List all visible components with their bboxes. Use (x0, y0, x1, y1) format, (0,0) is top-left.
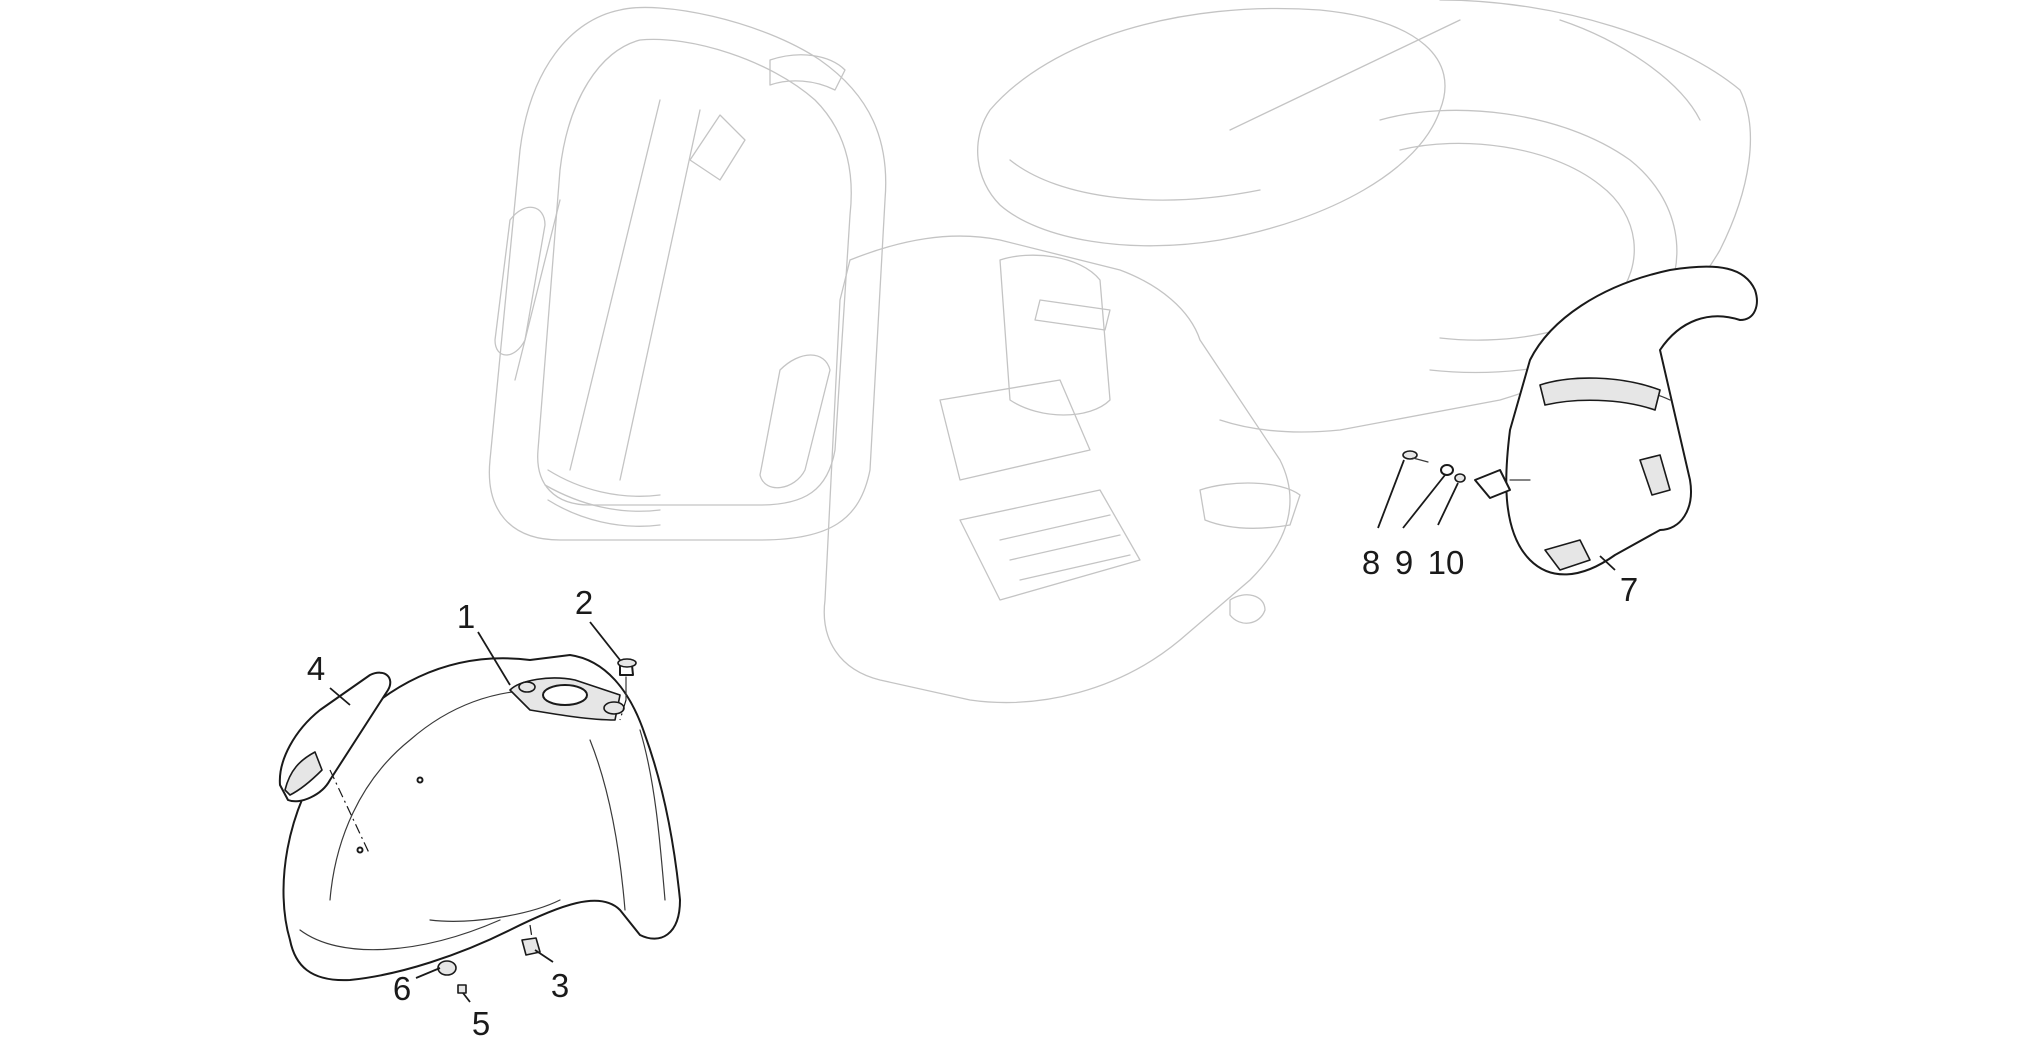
screw-8 (1402, 450, 1429, 463)
rear-mudguard (1474, 265, 1758, 576)
clip-6 (437, 960, 457, 976)
front-mudguard (282, 654, 681, 982)
washer-9 (1440, 464, 1454, 476)
callout-labels: 1 2 3 4 5 6 7 8 9 10 (307, 544, 1638, 1042)
screw-2 (617, 658, 637, 701)
mudguard-badge (278, 671, 392, 803)
callout-6: 6 (393, 970, 411, 1007)
callout-3: 3 (551, 967, 569, 1004)
washer-10 (1454, 473, 1466, 483)
scooter-body-ghost (488, 0, 1752, 704)
callout-2: 2 (575, 584, 593, 621)
screw-5 (457, 984, 467, 994)
callout-10: 10 (1428, 544, 1465, 581)
callout-5: 5 (472, 1005, 490, 1042)
callout-1: 1 (457, 598, 475, 635)
callout-4: 4 (307, 650, 325, 687)
callout-8: 8 (1362, 544, 1380, 581)
assembly-lines (329, 699, 627, 939)
leader-lines (329, 459, 1616, 1003)
callout-9: 9 (1395, 544, 1413, 581)
callout-7: 7 (1620, 571, 1638, 608)
